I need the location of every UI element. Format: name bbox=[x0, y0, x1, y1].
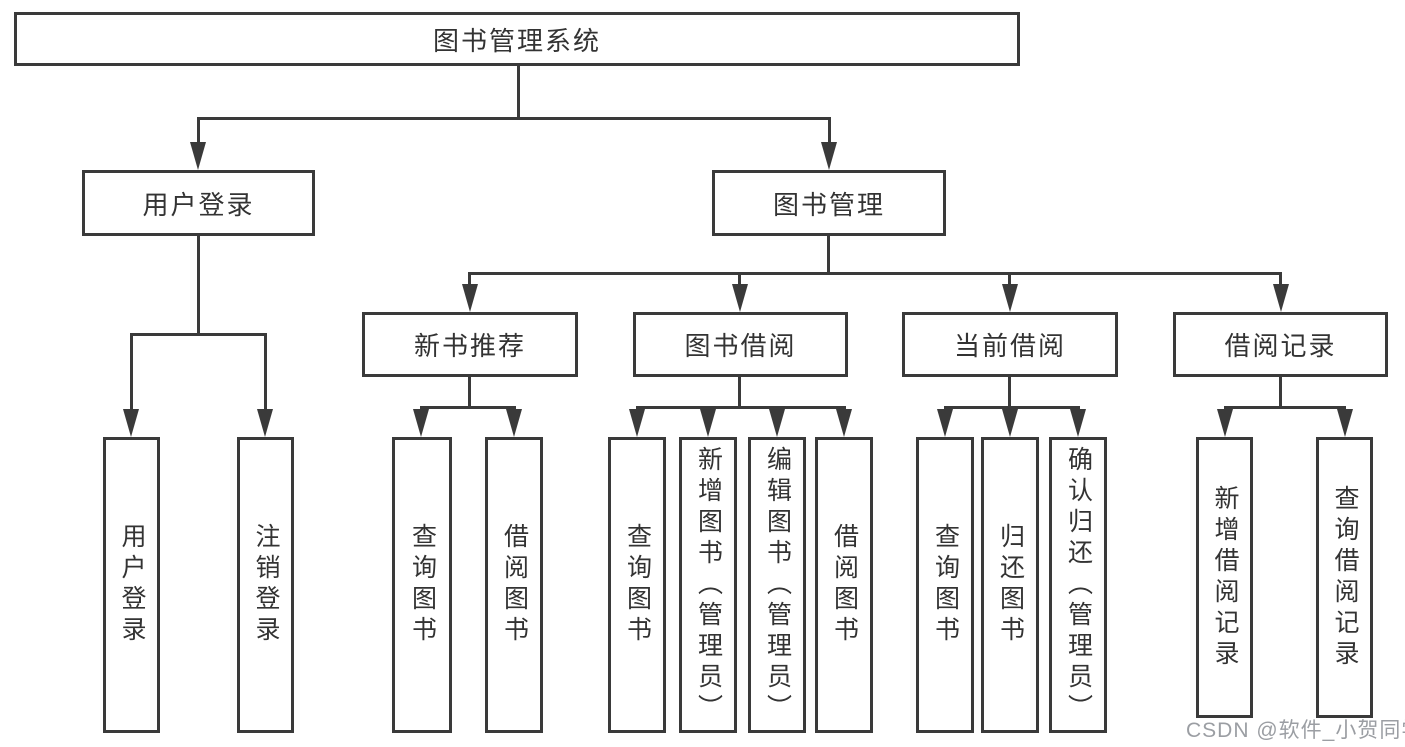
node-leaf-logout: 注销登录 bbox=[237, 437, 294, 733]
node-current-borrowing: 当前借阅 bbox=[902, 312, 1118, 377]
connector-stub bbox=[1279, 272, 1282, 288]
arrowhead-down-icon bbox=[937, 409, 953, 437]
node-leaf-query-books-3: 查询图书 bbox=[916, 437, 974, 733]
node-leaf-add-books-admin: 新增图书（管理员） bbox=[679, 437, 737, 733]
node-book-borrowing: 图书借阅 bbox=[633, 312, 848, 377]
arrowhead-down-icon bbox=[1070, 409, 1086, 437]
arrowhead-down-icon bbox=[1273, 284, 1289, 312]
arrowhead-down-icon bbox=[1002, 284, 1018, 312]
connector-stub bbox=[828, 117, 831, 147]
watermark: CSDN @软件_小贺同学 bbox=[1186, 719, 1405, 742]
node-leaf-edit-books-admin: 编辑图书（管理员） bbox=[748, 437, 806, 733]
node-library-management-system: 图书管理系统 bbox=[14, 12, 1020, 66]
node-leaf-borrow-books-1: 借阅图书 bbox=[485, 437, 543, 733]
arrowhead-down-icon bbox=[413, 409, 429, 437]
node-user-login: 用户登录 bbox=[82, 170, 315, 236]
node-leaf-add-borrow-record: 新增借阅记录 bbox=[1196, 437, 1253, 718]
connector-trunk bbox=[1008, 377, 1011, 409]
connector-branch bbox=[636, 406, 846, 409]
connector-trunk bbox=[468, 377, 471, 409]
node-leaf-borrow-books-2: 借阅图书 bbox=[815, 437, 873, 733]
connector-stub bbox=[1008, 272, 1011, 288]
arrowhead-down-icon bbox=[123, 409, 139, 437]
connector-trunk bbox=[1279, 377, 1282, 409]
arrowhead-down-icon bbox=[700, 409, 716, 437]
connector-bookmgmt-branch bbox=[468, 272, 1282, 275]
connector-userlogin-trunk bbox=[197, 236, 200, 336]
arrowhead-down-icon bbox=[769, 409, 785, 437]
connector-stub bbox=[130, 333, 133, 413]
arrowhead-down-icon bbox=[732, 284, 748, 312]
arrowhead-down-icon bbox=[257, 409, 273, 437]
connector-stub bbox=[468, 272, 471, 288]
arrowhead-down-icon bbox=[821, 142, 837, 170]
connector-root-trunk bbox=[517, 66, 520, 119]
connector-stub bbox=[738, 272, 741, 288]
node-leaf-user-login: 用户登录 bbox=[103, 437, 160, 733]
arrowhead-down-icon bbox=[462, 284, 478, 312]
node-leaf-return-books: 归还图书 bbox=[981, 437, 1039, 733]
node-leaf-confirm-return-admin: 确认归还（管理员） bbox=[1049, 437, 1107, 733]
connector-branch bbox=[944, 406, 1080, 409]
arrowhead-down-icon bbox=[1337, 409, 1353, 437]
connector-trunk bbox=[738, 377, 741, 409]
node-leaf-query-books-1: 查询图书 bbox=[392, 437, 452, 733]
arrowhead-down-icon bbox=[506, 409, 522, 437]
node-new-book-recommend: 新书推荐 bbox=[362, 312, 578, 377]
connector-root-branch bbox=[197, 117, 831, 120]
connector-branch bbox=[1224, 406, 1346, 409]
node-leaf-query-books-2: 查询图书 bbox=[608, 437, 666, 733]
connector-branch bbox=[420, 406, 516, 409]
connector-userlogin-branch bbox=[130, 333, 267, 336]
arrowhead-down-icon bbox=[836, 409, 852, 437]
connector-bookmgmt-trunk bbox=[827, 236, 830, 275]
connector-stub bbox=[264, 333, 267, 413]
arrowhead-down-icon bbox=[629, 409, 645, 437]
connector-stub bbox=[197, 117, 200, 147]
node-book-management: 图书管理 bbox=[712, 170, 946, 236]
node-leaf-query-borrow-record: 查询借阅记录 bbox=[1316, 437, 1373, 718]
arrowhead-down-icon bbox=[190, 142, 206, 170]
arrowhead-down-icon bbox=[1217, 409, 1233, 437]
arrowhead-down-icon bbox=[1002, 409, 1018, 437]
node-borrowing-records: 借阅记录 bbox=[1173, 312, 1388, 377]
